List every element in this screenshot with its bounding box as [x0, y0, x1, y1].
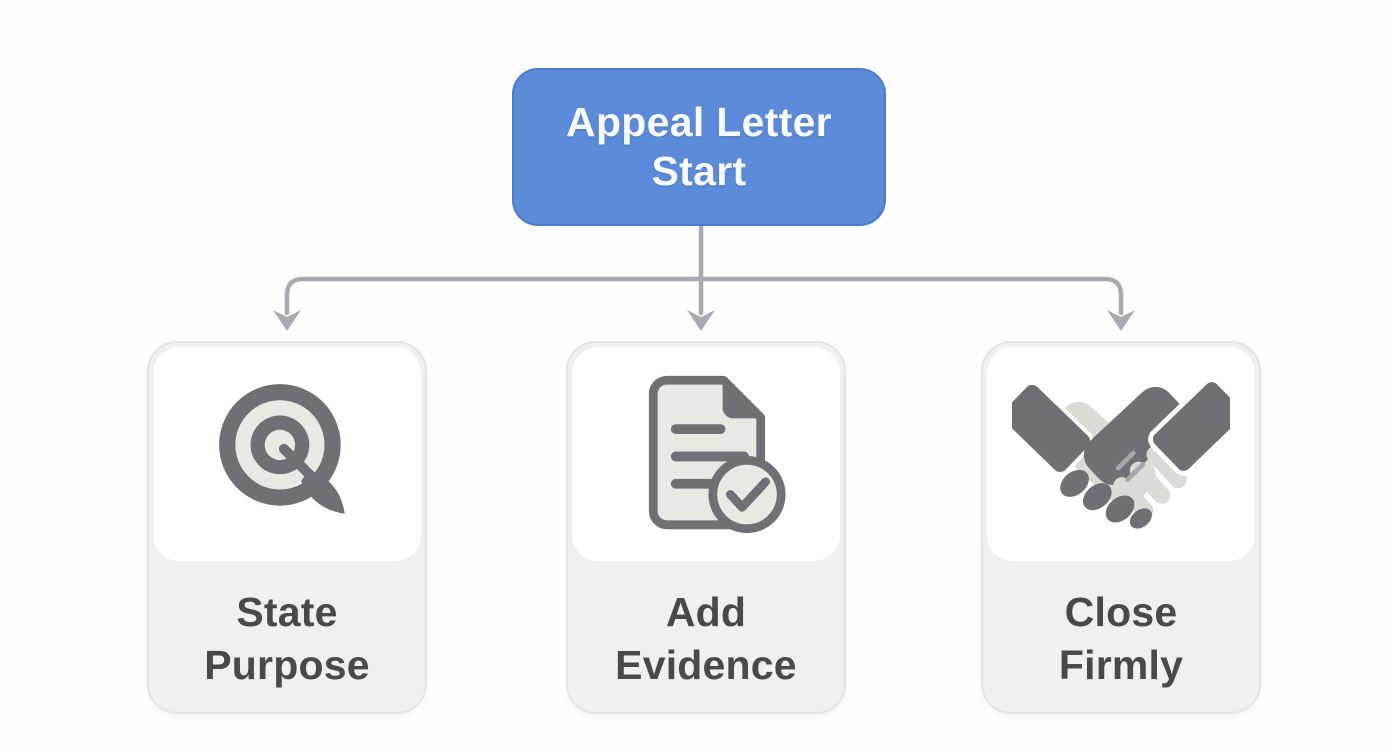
document-check-icon — [648, 375, 786, 534]
arrowhead-right — [1107, 310, 1135, 331]
step-label-line2: Purpose — [204, 641, 370, 688]
node-state-purpose: State Purpose — [147, 341, 427, 714]
root-label-line2: Start — [651, 148, 747, 194]
arrowhead-left — [273, 310, 301, 331]
add-evidence-icon-panel — [572, 347, 840, 561]
state-purpose-label: State Purpose — [149, 565, 425, 712]
connector-branch-rail — [284, 276, 1124, 316]
step-label-line2: Firmly — [1058, 641, 1184, 688]
arrowhead-center — [687, 310, 715, 331]
add-evidence-label: Add Evidence — [568, 565, 844, 712]
close-firmly-label: Close Firmly — [983, 565, 1259, 712]
node-appeal-letter-start: Appeal Letter Start — [512, 68, 886, 226]
root-label-line1: Appeal Letter — [566, 99, 832, 145]
close-firmly-icon-panel — [987, 347, 1255, 561]
target-dart-icon — [219, 384, 345, 514]
step-label-line1: Add — [665, 588, 747, 635]
node-add-evidence: Add Evidence — [566, 341, 846, 714]
node-close-firmly: Close Firmly — [981, 341, 1261, 714]
handshake-icon — [1012, 377, 1230, 529]
step-label-line2: Evidence — [615, 641, 797, 688]
step-label-line1: Close — [1064, 588, 1178, 635]
state-purpose-icon-panel — [153, 347, 421, 561]
step-label-line1: State — [236, 588, 338, 635]
